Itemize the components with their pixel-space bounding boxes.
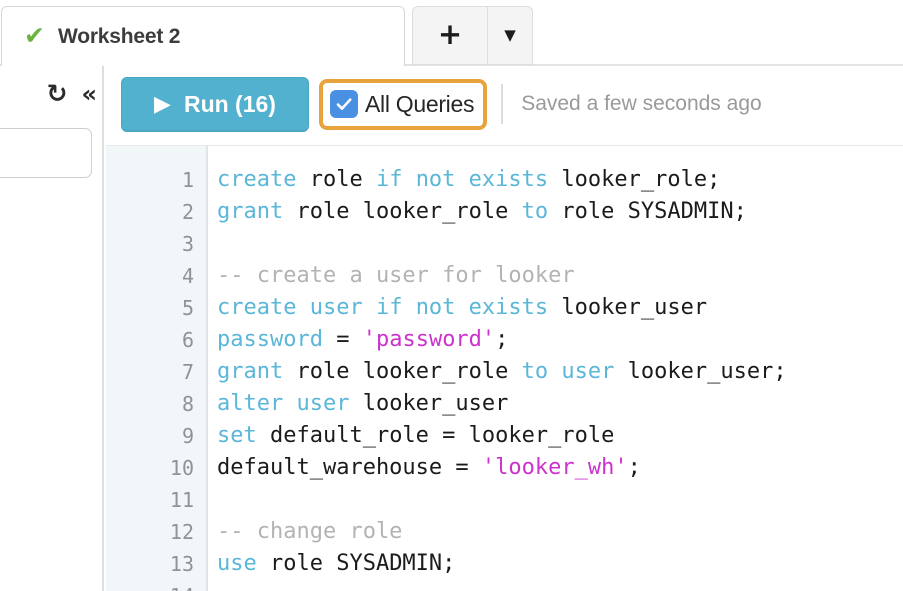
search-input[interactable] [0,128,92,178]
line-number: 4 [181,264,194,288]
run-button[interactable]: ▶ Run (16) [121,76,309,132]
line-number: 1 [181,168,194,192]
refresh-icon[interactable]: ↻ [46,79,68,108]
check-icon: ✔ [24,21,45,50]
code-token-pln: default_role = looker_role [269,423,615,448]
code-token-kw: to user [521,359,628,384]
all-queries-label: All Queries [365,90,475,117]
code-line[interactable]: use role SYSADMIN; [217,548,455,580]
line-number-gutter: 1234567891011121314 [106,146,208,591]
line-number: 6 [181,328,194,352]
line-number: 12 [169,520,194,544]
code-token-kw: if not exists [375,167,562,192]
code-token-cmt: -- create a user for looker [217,263,575,288]
code-token-kw: alter user [217,391,363,416]
editor-toolbar: ▶ Run (16) All Queries Saved a few secon… [106,66,903,142]
tab-add-group: + ▼ [412,6,533,65]
tab-bar-underline [0,64,903,66]
saved-status: Saved a few seconds ago [521,92,762,115]
code-line[interactable]: set default_role = looker_role [217,420,614,452]
code-line[interactable]: alter user looker_user [217,388,508,420]
code-line[interactable]: create role if not exists looker_role; [217,164,720,196]
sql-editor[interactable]: 1234567891011121314 create role if not e… [106,145,903,591]
run-button-label: Run (16) [183,90,276,117]
code-token-pln: ; [495,327,509,352]
chevron-down-icon[interactable]: ▼ [487,6,533,65]
line-number: 5 [181,296,194,320]
code-token-kw: create [217,167,310,192]
code-line[interactable]: -- change role [217,516,402,548]
all-queries-toggle[interactable]: All Queries [319,78,488,130]
line-number: 14 [170,580,194,591]
line-number: 10 [169,456,194,480]
code-line[interactable]: password = 'password'; [217,324,508,356]
code-token-pln: role SYSADMIN; [561,199,747,224]
code-token-pln: role looker_role [296,359,522,384]
code-token-pln: looker_user [561,295,708,320]
line-number: 13 [169,552,194,576]
code-line[interactable]: default_warehouse = 'looker_wh'; [217,452,641,484]
code-token-pln: looker_user; [627,359,787,384]
play-icon: ▶ [154,92,171,117]
code-token-pln: looker_role; [561,167,721,192]
code-token-kw: grant [217,359,297,384]
code-token-pln: role looker_role [296,199,522,224]
code-token-kw: if not exists [375,295,562,320]
code-token-str: 'looker_wh' [481,455,628,480]
code-area[interactable]: create role if not exists looker_role;gr… [210,146,903,591]
tab-worksheet-2[interactable]: ✔ Worksheet 2 [1,6,405,66]
line-number: 3 [181,232,194,256]
collapse-panel-icon[interactable]: « [81,79,96,108]
sidebar-actions: ↻ « [46,79,97,108]
code-token-kw: use [217,551,270,576]
line-number: 9 [181,424,194,448]
code-token-kw: password [217,327,337,352]
code-line[interactable]: create user if not exists looker_user [217,292,707,324]
code-token-pln: role [309,167,376,192]
code-line[interactable]: grant role looker_role to role SYSADMIN; [217,196,747,228]
line-number: 8 [181,392,194,416]
code-token-kw: grant [217,199,297,224]
line-number: 11 [169,488,194,512]
sidebar: ↻ « [0,66,104,591]
code-token-pln: ; [627,455,641,480]
code-line[interactable]: -- create a user for looker [217,260,575,292]
code-token-pln: role SYSADMIN; [269,551,456,576]
tab-label: Worksheet 2 [57,24,181,48]
add-worksheet-button[interactable]: + [412,6,487,65]
code-token-pln: = [336,327,363,352]
code-token-pln: looker_user [362,391,509,416]
code-token-kw: set [217,423,270,448]
code-line[interactable]: grant role looker_role to user looker_us… [217,356,787,388]
checkbox-checked-icon[interactable] [330,90,358,118]
tab-bar: ✔ Worksheet 2 + ▼ [0,0,903,66]
code-token-pln: default_warehouse = [217,455,482,480]
toolbar-divider [501,84,504,124]
line-number: 2 [181,200,194,224]
code-token-kw: to [521,199,562,224]
code-token-str: 'password' [362,327,496,352]
code-token-cmt: -- change role [217,519,403,544]
code-token-kw: create user [217,295,376,320]
line-number: 7 [181,360,194,384]
